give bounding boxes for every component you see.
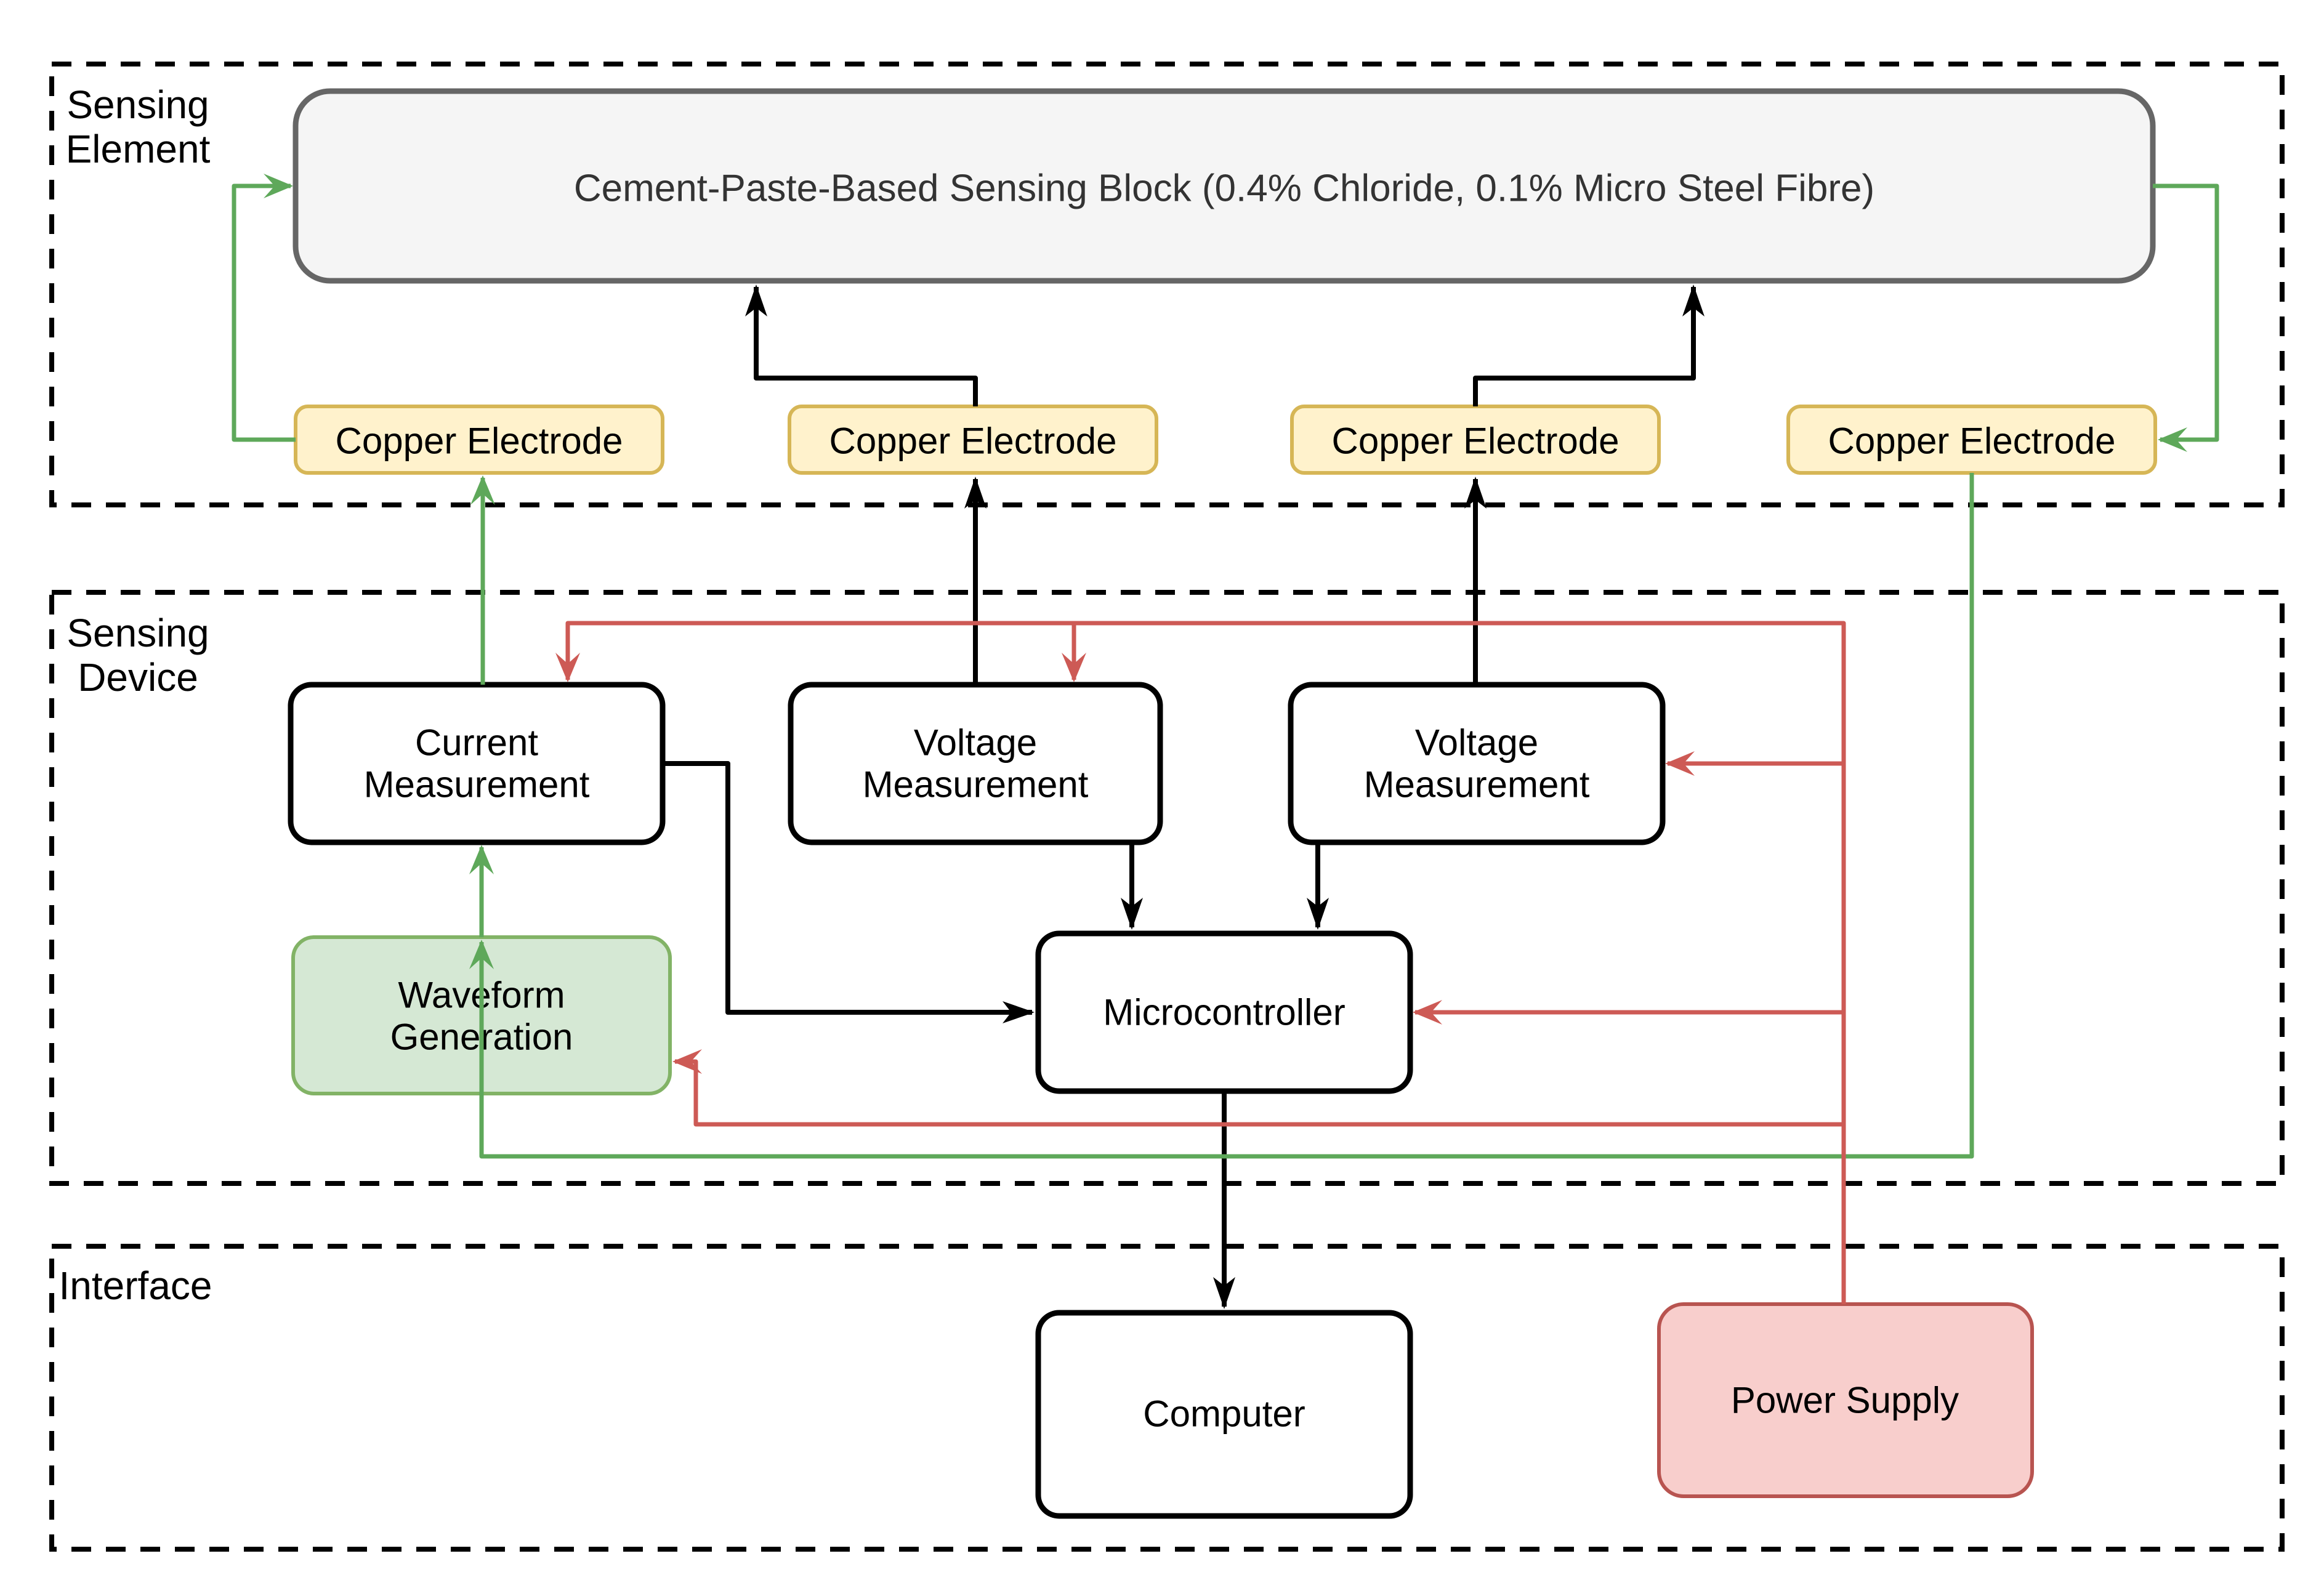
edge-electrode4-to-waveform bbox=[469, 473, 1974, 1159]
section-sensing-device-label-line1: Sensing bbox=[67, 611, 209, 655]
section-sensing-device bbox=[49, 590, 2285, 1186]
section-interface-label: Interface bbox=[59, 1264, 212, 1308]
voltage-measurement-right-label-line2: Measurement bbox=[1364, 764, 1590, 805]
section-interface bbox=[49, 1244, 2285, 1552]
current-measurement-label-line1: Current bbox=[415, 722, 538, 764]
node-copper-electrode-4: Copper Electrode bbox=[1786, 405, 2157, 475]
edge-electrode3-to-sensing-block bbox=[1473, 284, 1705, 406]
section-sensing-element bbox=[49, 62, 2285, 507]
node-voltage-measurement-left: Voltage Measurement bbox=[788, 682, 1163, 845]
node-microcontroller: Microcontroller bbox=[1035, 930, 1413, 1094]
power-supply-label: Power Supply bbox=[1731, 1380, 1959, 1421]
copper-electrode-4-label: Copper Electrode bbox=[1828, 421, 2116, 462]
edge-power-supply-to-current-measurement bbox=[555, 621, 1846, 1304]
node-copper-electrode-1: Copper Electrode bbox=[294, 405, 664, 475]
node-voltage-measurement-right: Voltage Measurement bbox=[1288, 682, 1666, 845]
section-sensing-element-label-line2: Element bbox=[66, 127, 211, 171]
edge-current-measurement-to-microcontroller bbox=[663, 761, 1035, 1023]
section-sensing-device-label-line2: Device bbox=[78, 655, 198, 699]
node-copper-electrode-2: Copper Electrode bbox=[788, 405, 1158, 475]
voltage-measurement-right-label-line1: Voltage bbox=[1415, 722, 1538, 764]
section-sensing-element-label-line1: Sensing bbox=[67, 83, 209, 127]
node-copper-electrode-3: Copper Electrode bbox=[1290, 405, 1661, 475]
node-current-measurement: Current Measurement bbox=[288, 682, 666, 845]
sensing-block-label: Cement-Paste-Based Sensing Block (0.4% C… bbox=[574, 167, 1874, 210]
edge-power-supply-to-waveform bbox=[672, 1049, 1844, 1127]
node-power-supply: Power Supply bbox=[1657, 1302, 2034, 1498]
node-sensing-block: Cement-Paste-Based Sensing Block (0.4% C… bbox=[293, 88, 2156, 284]
microcontroller-label: Microcontroller bbox=[1103, 992, 1345, 1033]
copper-electrode-1-label: Copper Electrode bbox=[336, 421, 623, 462]
node-computer: Computer bbox=[1035, 1310, 1413, 1519]
edge-electrode1-to-sensing-block bbox=[232, 174, 296, 442]
edge-electrode2-to-sensing-block bbox=[745, 284, 978, 406]
voltage-measurement-left-label-line2: Measurement bbox=[863, 764, 1089, 805]
voltage-measurement-left-label-line1: Voltage bbox=[914, 722, 1037, 764]
edge-sensing-block-to-electrode4 bbox=[2153, 183, 2219, 452]
current-measurement-label-line2: Measurement bbox=[364, 764, 590, 805]
copper-electrode-3-label: Copper Electrode bbox=[1332, 421, 1620, 462]
computer-label: Computer bbox=[1143, 1393, 1305, 1435]
computer-shape bbox=[1035, 1310, 1413, 1519]
copper-electrode-2-label: Copper Electrode bbox=[829, 421, 1117, 462]
